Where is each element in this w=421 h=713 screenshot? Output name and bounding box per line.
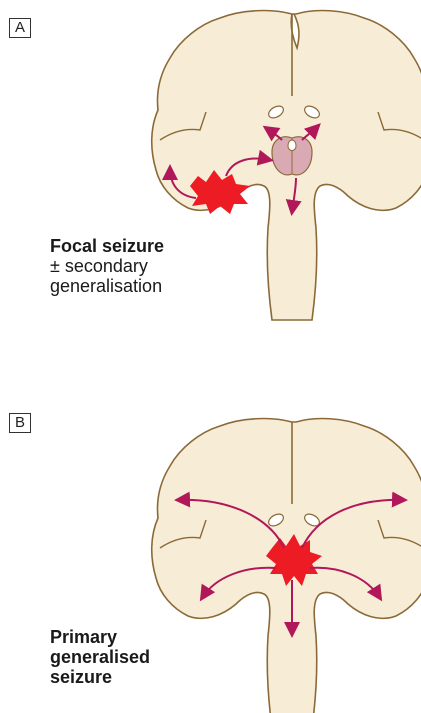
brain-diagram-a bbox=[0, 0, 421, 356]
brain-section-b bbox=[152, 419, 421, 713]
caption-a: Focal seizure ± secondary generalisation bbox=[50, 236, 164, 296]
caption-b-line-3: seizure bbox=[50, 667, 150, 687]
caption-b-line-1: Primary bbox=[50, 627, 150, 647]
caption-b-line-2: generalised bbox=[50, 647, 150, 667]
caption-b: Primary generalised seizure bbox=[50, 627, 150, 687]
caption-a-line-2: ± secondary bbox=[50, 256, 164, 276]
caption-a-line-3: generalisation bbox=[50, 276, 164, 296]
panel-b-generalised-seizure: B Primary genera bbox=[0, 356, 421, 713]
caption-a-line-1: Focal seizure bbox=[50, 236, 164, 256]
panel-a-focal-seizure: A bbox=[0, 0, 421, 356]
brain-section-a bbox=[152, 11, 421, 320]
